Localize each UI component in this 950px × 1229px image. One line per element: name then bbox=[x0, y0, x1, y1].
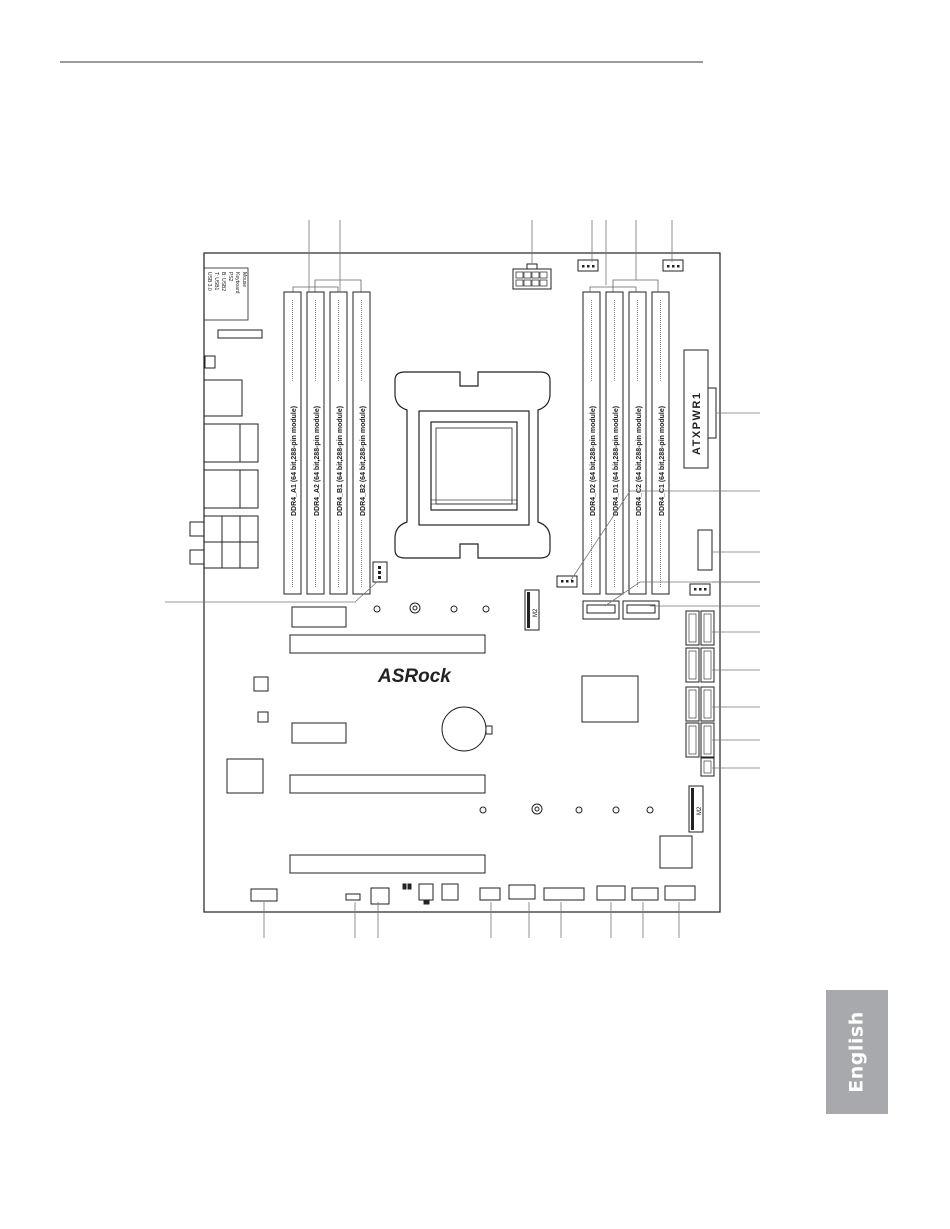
io-label-usb2: B: USB2 bbox=[220, 272, 226, 291]
fan-header-cpu1 bbox=[577, 259, 599, 272]
atx-power-connector: ATXPWR1 bbox=[683, 349, 717, 469]
io-label-usb30: USB 3.0 bbox=[206, 272, 212, 291]
m2-slot-top: M2 bbox=[524, 589, 540, 631]
sata-connector-h2 bbox=[622, 600, 660, 620]
sata-port-4 bbox=[685, 686, 700, 722]
rear-io-label-block: USB 3.0 T: USB1 B: USB2 PS2 Keyboard Mou… bbox=[203, 267, 249, 321]
dimm-bracket-right bbox=[589, 279, 659, 292]
dimm-slot-left-1: DDR4_A2 (64 bit,288-pin module) bbox=[306, 291, 325, 595]
language-tab: English bbox=[826, 990, 888, 1114]
chip-small-a bbox=[253, 676, 269, 692]
leader-line bbox=[165, 581, 378, 603]
lan-port-block bbox=[203, 469, 241, 509]
fan-header-cha2 bbox=[689, 583, 711, 596]
usb-header-right bbox=[697, 529, 713, 571]
cpu-socket bbox=[394, 371, 551, 559]
chipset bbox=[581, 675, 639, 723]
io-label-keyboard: Keyboard bbox=[234, 272, 240, 294]
dimm-slot-right-3: DDR4_C1 (64 bit,288-pin module) bbox=[651, 291, 670, 595]
dimm-label: DDR4_A2 (64 bit,288-pin module) bbox=[314, 406, 321, 516]
dimm-label: DDR4_A1 (64 bit,288-pin module) bbox=[291, 406, 298, 516]
sata-port-8 bbox=[700, 757, 715, 777]
pcie-slot-3 bbox=[289, 854, 486, 874]
sata-port-6 bbox=[685, 722, 700, 758]
dimm-label: DDR4_C2 (64 bit,288-pin module) bbox=[636, 406, 643, 516]
svg-text:M2: M2 bbox=[533, 608, 539, 617]
dimm-bracket-left bbox=[292, 279, 362, 292]
sata-port-0 bbox=[685, 610, 700, 646]
chip-right-bottom bbox=[659, 835, 693, 869]
dimm-slots-left: DDR4_A1 (64 bit,288-pin module) DDR4_A2 (… bbox=[283, 291, 371, 595]
bottom-headers bbox=[250, 883, 696, 905]
sata-ports-right bbox=[685, 610, 715, 777]
dimm-slot-left-0: DDR4_A1 (64 bit,288-pin module) bbox=[283, 291, 302, 595]
io-label-mouse: Mouse bbox=[241, 272, 247, 287]
fan-header-pump bbox=[556, 575, 578, 588]
leader-line bbox=[570, 490, 640, 581]
usb-port-block bbox=[203, 379, 243, 417]
dimm-slot-right-2: DDR4_C2 (64 bit,288-pin module) bbox=[628, 291, 647, 595]
dimm-label: DDR4_D1 (64 bit,288-pin module) bbox=[613, 406, 620, 516]
sata-port-2 bbox=[685, 647, 700, 683]
io-header-bar bbox=[217, 329, 263, 339]
board-outline bbox=[203, 252, 721, 913]
sata-port-1 bbox=[700, 610, 715, 646]
dimm-label: DDR4_B1 (64 bit,288-pin module) bbox=[337, 406, 344, 516]
pcie-x1-slot-b bbox=[291, 722, 347, 744]
dimm-label: DDR4_C1 (64 bit,288-pin module) bbox=[659, 406, 666, 516]
sata-port-5 bbox=[700, 686, 715, 722]
dimm-slot-right-0: DDR4_D2 (64 bit,288-pin module) bbox=[582, 291, 601, 595]
callout-leader-lines bbox=[165, 220, 760, 938]
dimm-slot-right-1: DDR4_D1 (64 bit,288-pin module) bbox=[605, 291, 624, 595]
dimm-label: DDR4_B2 (64 bit,288-pin module) bbox=[360, 406, 367, 516]
dimm-slots-right: DDR4_D2 (64 bit,288-pin module) DDR4_D1 (… bbox=[582, 291, 670, 595]
chip-small-b bbox=[257, 711, 269, 723]
sata-connector-h1 bbox=[582, 600, 620, 620]
atx-power-label: ATXPWR1 bbox=[691, 392, 703, 455]
fan-header-cha1 bbox=[372, 561, 388, 583]
cpu-8pin-power-connector bbox=[512, 263, 552, 290]
io-label-ps2: PS2 bbox=[227, 272, 233, 282]
io-label-usb1: T: USB1 bbox=[213, 272, 219, 291]
dimm-slot-left-2: DDR4_B1 (64 bit,288-pin module) bbox=[329, 291, 348, 595]
dimm-label: DDR4_D2 (64 bit,288-pin module) bbox=[590, 406, 597, 516]
svg-text:M2: M2 bbox=[697, 806, 703, 815]
sata-port-3 bbox=[700, 647, 715, 683]
asrock-logo: ASRock bbox=[377, 666, 452, 687]
fan-header-cpu2 bbox=[662, 259, 684, 272]
leader-line bbox=[604, 581, 660, 607]
language-tab-label: English bbox=[846, 1011, 868, 1093]
pcie-slot-1 bbox=[289, 634, 486, 654]
cmos-battery bbox=[441, 706, 493, 752]
m2-slot-bottom: M2 bbox=[688, 785, 704, 833]
chip-audio bbox=[226, 758, 264, 794]
pcie-x1-slot-a bbox=[291, 606, 347, 628]
mounting-holes bbox=[373, 602, 654, 815]
pcie-slot-2 bbox=[289, 774, 486, 794]
dimm-slot-left-3: DDR4_B2 (64 bit,288-pin module) bbox=[352, 291, 371, 595]
